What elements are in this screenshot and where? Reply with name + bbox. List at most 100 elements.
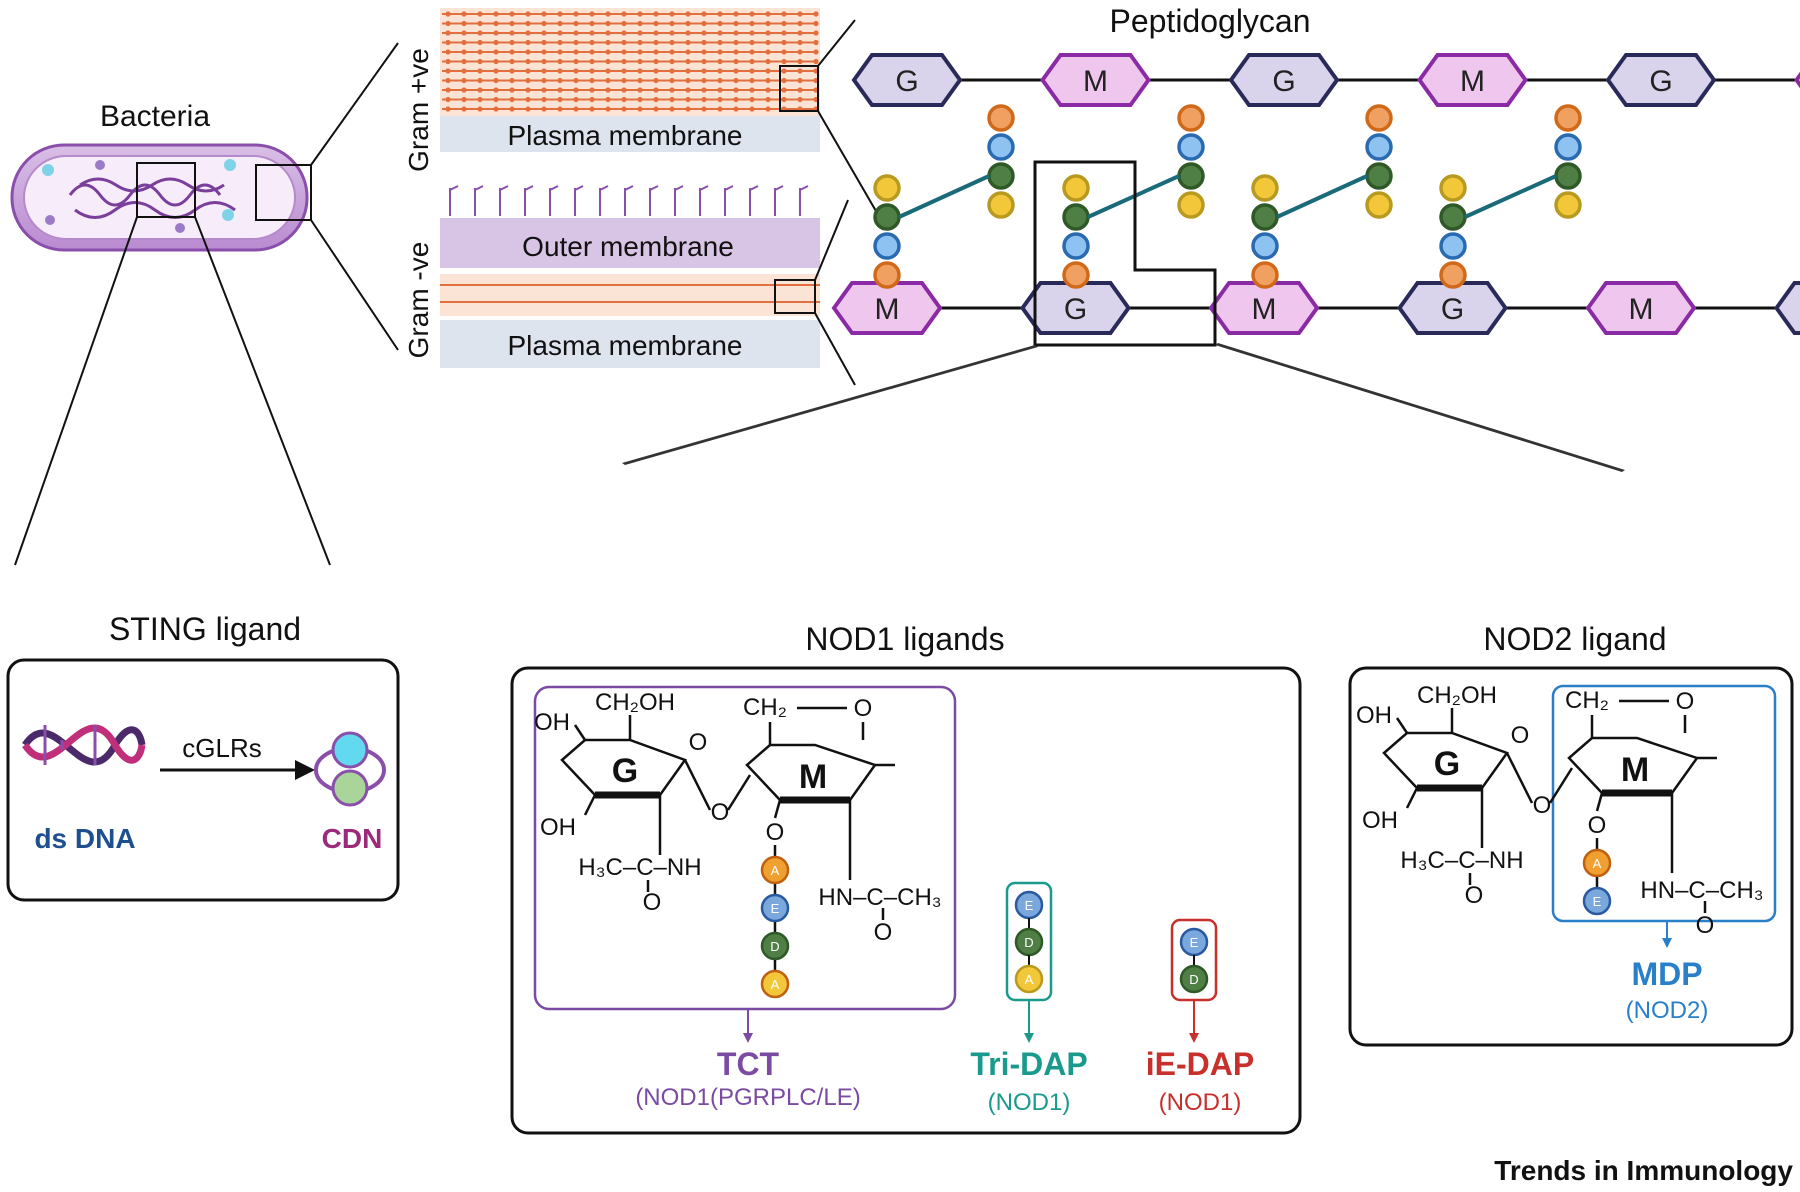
peptide-bead-label: A — [1593, 856, 1602, 871]
top-stem-bead — [1365, 191, 1393, 219]
iedap-bead-label: D — [1189, 972, 1198, 987]
nod1-panel — [510, 666, 1302, 1135]
chem-text: HN–C–CH₃ — [818, 884, 941, 911]
peptide-bead-label: A — [771, 863, 780, 878]
bottom-chain-g-label: G — [1441, 293, 1464, 326]
gram-neg-plasma-membrane-label: Plasma membrane — [508, 330, 743, 361]
top-stem-bead — [1177, 191, 1205, 219]
top-stem-bead — [1554, 133, 1582, 161]
bottom-stem-bead — [1062, 174, 1090, 202]
tridap-label: Tri-DAP — [970, 1046, 1087, 1082]
chem-text: O — [643, 889, 662, 916]
top-chain-g-sugar — [1228, 53, 1340, 107]
highlight-zoom-lines — [622, 343, 1625, 472]
bottom-chain-g-sugar — [1774, 281, 1800, 335]
bottom-stem-bead — [1439, 174, 1467, 202]
peptide-bead-label: E — [1593, 894, 1602, 909]
gram-neg-label: Gram -ve — [403, 242, 434, 359]
peptide-bead-label: E — [771, 901, 780, 916]
cglrs-label: cGLRs — [182, 733, 261, 763]
top-stem-bead — [1177, 162, 1205, 190]
chem-text: CH₂OH — [595, 689, 675, 716]
top-stem-bead — [1365, 133, 1393, 161]
gram-positive-wall: Plasma membrane — [440, 8, 820, 152]
peptidoglycan-title: Peptidoglycan — [1109, 3, 1310, 39]
wall-zoom-lines — [814, 19, 881, 386]
bottom-chain-m-sugar — [1585, 281, 1697, 335]
chem-text: O — [874, 919, 893, 946]
bottom-stem-bead — [873, 203, 901, 231]
top-stem-bead — [1554, 104, 1582, 132]
tct-receptor: (NOD1(PGRPLC/LE) — [635, 1084, 860, 1111]
chem-text: H₃C–C–NH — [1400, 847, 1523, 874]
gram-pos-label: Gram +ve — [403, 48, 434, 172]
peptidoglycan-network: GMGMGMGMMGMGMGMG — [831, 53, 1800, 335]
bottom-stem-bead — [1439, 203, 1467, 231]
chem-text: OH — [534, 709, 570, 736]
top-chain-g-label: G — [1272, 65, 1295, 98]
top-chain-g-label: G — [1649, 65, 1672, 98]
bottom-stem-bead — [873, 232, 901, 260]
chem-text: OH — [1356, 702, 1392, 729]
peptide-bead-label: D — [770, 939, 779, 954]
chem-text: O — [1533, 792, 1552, 819]
sting-panel — [6, 658, 400, 902]
chem-text: CH₂ — [743, 694, 787, 721]
peptide-bead — [760, 855, 790, 885]
journal-credit: Trends in Immunology — [1494, 1155, 1793, 1186]
iedap-receptor: (NOD1) — [1159, 1089, 1242, 1116]
tridap-receptor: (NOD1) — [988, 1089, 1071, 1116]
gram-pos-plasma-membrane-label: Plasma membrane — [508, 120, 743, 151]
sting-title: STING ligand — [109, 611, 301, 647]
chem-text: O — [1588, 812, 1607, 839]
top-stem-bead — [987, 162, 1015, 190]
top-stem-bead — [987, 104, 1015, 132]
bottom-chain-m-label: M — [1252, 293, 1277, 326]
top-stem-bead — [987, 191, 1015, 219]
zoom-lines — [14, 42, 399, 566]
chem-text: O — [1696, 912, 1715, 939]
top-stem-bead — [1177, 104, 1205, 132]
chem-text: O — [854, 695, 873, 722]
bottom-chain-m-label: M — [875, 293, 900, 326]
ds-dna-label: ds DNA — [34, 823, 135, 854]
chem-text: O — [711, 799, 730, 826]
iedap-label: iE-DAP — [1146, 1046, 1254, 1082]
tct-box — [533, 685, 957, 1011]
mdp-receptor: (NOD2) — [1626, 997, 1709, 1024]
top-chain-g-sugar — [851, 53, 963, 107]
bottom-chain-g-sugar — [1397, 281, 1508, 335]
bottom-stem-bead — [1439, 261, 1467, 289]
chem-text: O — [1676, 688, 1695, 715]
bacteria-cell — [10, 143, 312, 252]
sting-arrow — [160, 760, 315, 780]
cdn-icon — [314, 731, 386, 807]
peptide-bead — [760, 969, 790, 999]
top-chain-m-label: M — [1083, 65, 1108, 98]
bottom-stem-bead — [1251, 203, 1279, 231]
bottom-stem-bead — [1439, 232, 1467, 260]
peptide-bead — [760, 893, 790, 923]
top-stem-bead — [1554, 191, 1582, 219]
bottom-stem-bead — [873, 261, 901, 289]
top-chain-m-sugar — [1417, 53, 1528, 107]
chem-text: H₃C–C–NH — [578, 854, 701, 881]
chem-text: M — [1621, 751, 1649, 789]
tridap-bead-label: E — [1025, 898, 1034, 913]
mdp-label: MDP — [1631, 956, 1702, 992]
chem-text: G — [612, 752, 638, 790]
nod2-title: NOD2 ligand — [1483, 621, 1666, 657]
top-chain-g-sugar — [1605, 53, 1717, 107]
chem-text: CH₂OH — [1417, 682, 1497, 709]
bottom-stem-bead — [1062, 261, 1090, 289]
dna-icon — [22, 724, 146, 766]
bottom-chain-m-label: M — [1629, 293, 1654, 326]
chem-text: O — [766, 819, 785, 846]
bottom-chain-g-label: G — [1064, 293, 1087, 326]
tridap-bead — [1014, 964, 1044, 994]
nod2-panel — [1348, 666, 1794, 1047]
outer-membrane-label: Outer membrane — [522, 231, 734, 262]
bottom-stem-bead — [1251, 174, 1279, 202]
peptide-bead-label: A — [771, 977, 780, 992]
